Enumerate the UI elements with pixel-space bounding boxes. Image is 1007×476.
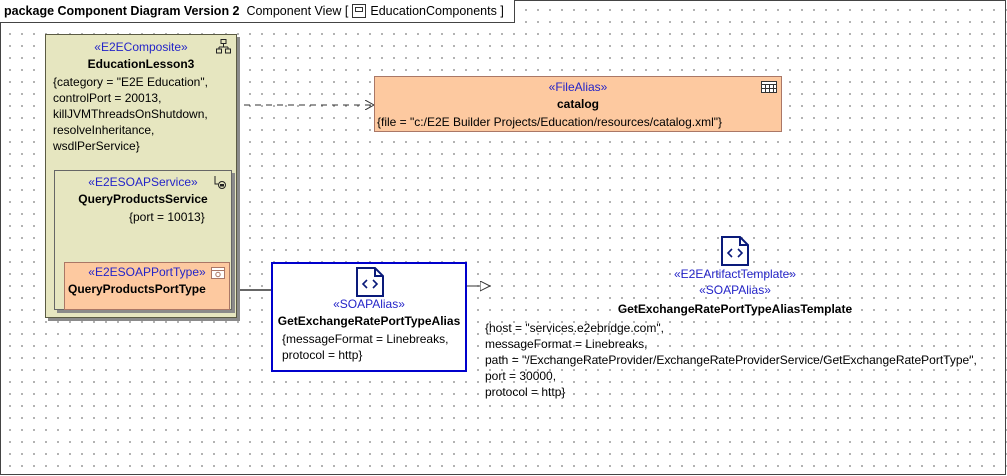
composite-stereotype: «E2EComposite» — [94, 40, 188, 54]
port-type-query-products[interactable]: «E2ESOAPPortType» QueryProductsPortType — [64, 262, 230, 310]
diagram-view-close: ] — [500, 4, 504, 18]
component-package-icon — [352, 4, 367, 18]
composite-name: EducationLesson3 — [87, 57, 195, 71]
alias-name: GetExchangeRatePortTypeAlias — [277, 314, 461, 328]
artifact-document-icon — [356, 267, 384, 297]
catalog-stereotype: «FileAlias» — [548, 80, 608, 94]
composite-structure-icon — [216, 39, 231, 54]
diagram-title: Component Diagram Version 2 — [57, 4, 240, 18]
template-stereotype-artifact: «E2EArtifactTemplate» — [673, 267, 797, 281]
artifact-template-get-exchange-rate[interactable]: «E2EArtifactTemplate» «SOAPAlias» GetExc… — [485, 236, 980, 406]
port-type-stereotype: «E2ESOAPPortType» — [88, 265, 206, 279]
alias-stereotype: «SOAPAlias» — [333, 297, 405, 311]
artifact-template-document-icon — [721, 236, 749, 266]
soap-service-name: QueryProductsService — [78, 192, 208, 206]
file-alias-catalog[interactable]: «FileAlias» catalog {file = "c:/E2E Buil… — [374, 76, 782, 132]
catalog-name: catalog — [556, 97, 599, 111]
soap-service-icon — [214, 176, 226, 189]
composite-tagged-values: {category = "E2E Education", controlPort… — [53, 75, 208, 153]
template-name: GetExchangeRatePortTypeAliasTemplate — [617, 302, 853, 316]
soap-service-stereotype: «E2ESOAPService» — [88, 175, 198, 189]
diagram-kind: package — [4, 4, 55, 18]
template-stereotype-soap-alias: «SOAPAlias» — [699, 283, 771, 297]
soap-service-tagged-values: {port = 10013} — [129, 210, 205, 224]
soap-alias-get-exchange-rate[interactable]: «SOAPAlias» GetExchangeRatePortTypeAlias… — [271, 262, 467, 372]
port-type-name: QueryProductsPortType — [68, 282, 206, 296]
alias-tagged-values: {messageFormat = Linebreaks, protocol = … — [282, 332, 449, 362]
diagram-header-tab[interactable]: package Component Diagram Version 2 Comp… — [0, 0, 515, 23]
catalog-tagged-values: {file = "c:/E2E Builder Projects/Educati… — [377, 115, 723, 129]
diagram-view-label: Component View [ — [246, 4, 349, 18]
diagram-element-name: EducationComponents — [370, 4, 497, 18]
file-alias-table-icon — [761, 81, 777, 93]
template-tagged-values: {host = "services.e2ebridge.com", messag… — [485, 321, 977, 399]
port-type-icon — [211, 267, 225, 279]
